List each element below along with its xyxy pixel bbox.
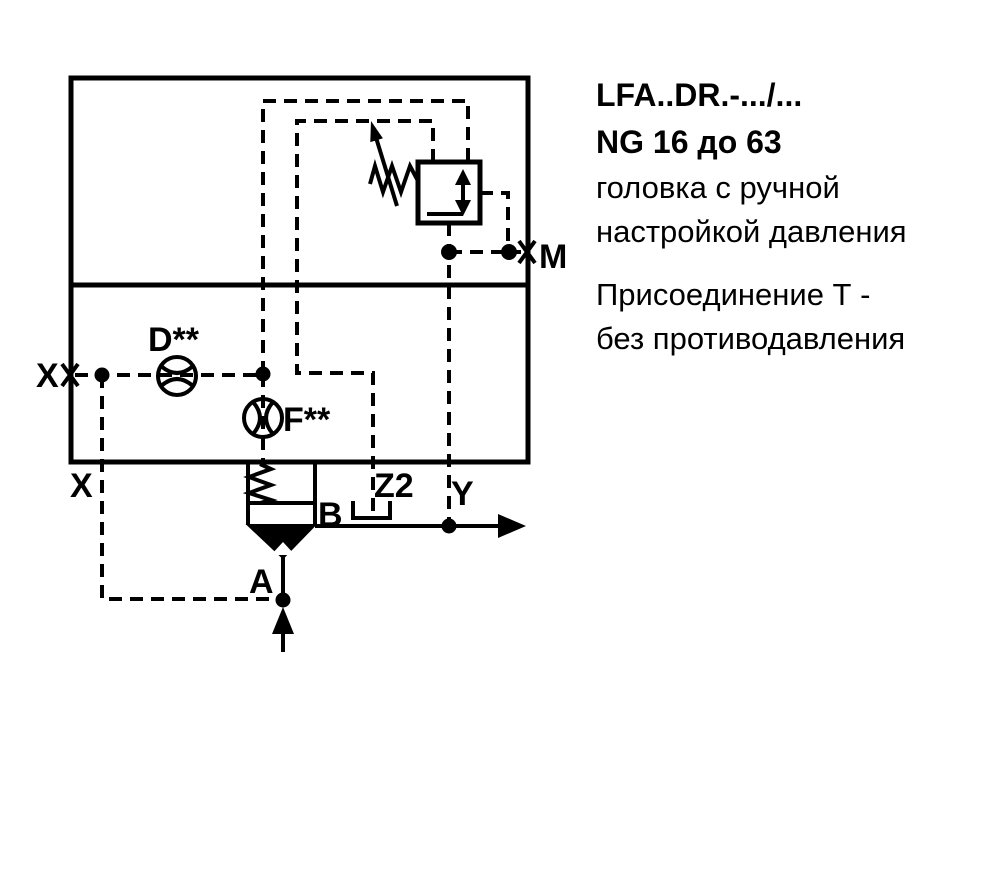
relief-spring-icon	[368, 158, 420, 199]
port-b-label: B	[318, 496, 343, 534]
pilot-line-relief-side-outlet	[480, 191, 510, 252]
port-m-label: M	[539, 238, 567, 276]
plug-icons	[60, 239, 537, 388]
note-line-1: Присоединение Т -	[596, 277, 871, 312]
pilot-relief-valve	[368, 121, 483, 226]
junction-dot	[275, 592, 291, 608]
junction-dot	[501, 244, 517, 260]
size-range: NG 16 до 63	[596, 124, 782, 160]
main-cartridge-valve	[242, 462, 318, 560]
pilot-line-junction-to-relief-inlet	[261, 99, 470, 374]
orifice-f-icon	[242, 397, 284, 439]
orifice-d-label: D**	[148, 321, 200, 359]
port-y-label: Y	[451, 475, 474, 513]
pilot-line-relief-to-z2	[295, 119, 435, 516]
orifice-f-label: F**	[283, 401, 331, 439]
relief-valve-arrowhead-down-icon	[455, 200, 471, 216]
junction-dot	[94, 367, 110, 383]
info-panel: LFA..DR.-.../... NG 16 до 63 головка с р…	[596, 72, 996, 361]
relief-valve-arrowhead-up-icon	[455, 169, 471, 185]
pilot-lines	[75, 99, 521, 601]
housing-outline	[68, 75, 531, 465]
junction-dot	[441, 518, 457, 534]
model-code: LFA..DR.-.../...	[596, 77, 803, 113]
port-a-flow	[272, 557, 294, 652]
port-a-flow-arrow-icon	[272, 607, 294, 634]
description-line-2: настройкой давления	[596, 214, 907, 249]
plug-icon-m	[517, 239, 537, 265]
main-spring-icon	[242, 462, 279, 505]
pressure-adjustment-arrowhead-icon	[370, 121, 383, 143]
port-x-bottom-label: X	[70, 467, 93, 505]
port-a-label: A	[249, 563, 274, 601]
orifice-d-icon	[156, 355, 198, 397]
pilot-line-x-to-a	[100, 375, 283, 601]
note-line-2: без противодавления	[596, 321, 906, 356]
main-poppet-icon	[245, 524, 318, 560]
junction-dots	[94, 244, 517, 608]
z2-port-bracket	[351, 501, 392, 520]
port-b-flow-arrow-icon	[498, 514, 526, 538]
port-x-left-label: X	[36, 357, 59, 395]
pressure-adjustment-arrow-shaft	[372, 130, 399, 207]
port-b-flow	[315, 514, 526, 538]
description-line-1: головка с ручной	[596, 170, 840, 205]
plug-icon-x	[60, 362, 80, 388]
port-z2-label: Z2	[374, 467, 414, 505]
junction-dot	[441, 244, 457, 260]
main-poppet-seat-notch	[271, 542, 295, 555]
junction-dot	[255, 366, 271, 382]
